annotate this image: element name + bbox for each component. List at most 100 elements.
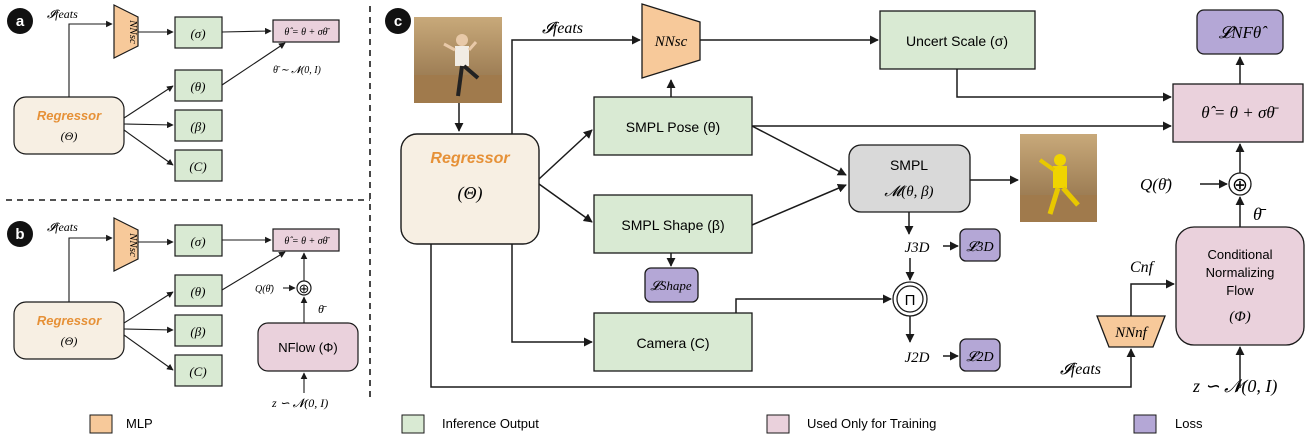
c-pose-box <box>593 96 753 156</box>
smpl-render-image <box>1020 134 1097 222</box>
a-camera-label: (C) <box>189 159 206 174</box>
b-plus-label: ⊕ <box>299 281 310 296</box>
b-q-label: Q(θ̄) <box>255 284 274 295</box>
c-feats-bottom-label: 𝓘feats <box>1060 361 1101 378</box>
badge-c <box>385 8 411 34</box>
a-feats-label: 𝓘feats <box>47 7 78 21</box>
legend-label-training: Used Only for Training <box>807 416 936 431</box>
legend-item-training: Used Only for Training <box>766 414 936 434</box>
c-projection-label: Π <box>905 292 916 309</box>
c-loss-shape-label: 𝓛Shape <box>650 278 691 293</box>
c-cnf-param: (Φ) <box>1229 309 1250 325</box>
b-z-label: z ∽ 𝓝(0, I) <box>271 396 328 410</box>
b-sigma-box <box>174 224 223 257</box>
c-j2d-label: J2D <box>905 350 930 366</box>
c-shape-box <box>593 194 753 254</box>
c-smpl-title: SMPL <box>890 157 928 173</box>
b-theta-bar: θ̄ <box>318 302 327 316</box>
a-nn-sc-label: NNsc <box>127 19 139 44</box>
c-output-box <box>1172 83 1304 143</box>
c-uncert-label: Uncert Scale (σ) <box>906 33 1008 49</box>
b-beta-label: (β) <box>190 324 205 339</box>
c-loss-2d-label: 𝓛2D <box>966 350 993 365</box>
legend-swatch-inference <box>401 414 425 434</box>
b-regressor-title: Regressor <box>37 313 102 328</box>
c-loss-3d-box <box>959 228 1001 262</box>
b-output-box <box>272 228 340 252</box>
c-nn-nf-label: NNnf <box>1114 325 1149 341</box>
c-feats-top-label: 𝓘feats <box>542 20 583 37</box>
c-nn-sc-label: NNsc <box>654 34 688 50</box>
c-loss-nf-box <box>1196 9 1284 55</box>
legend-swatch-loss <box>1133 414 1157 434</box>
c-theta-bar: θ̄ <box>1253 204 1267 224</box>
b-nn-sc-mlp <box>113 217 139 272</box>
b-connectors <box>68 234 308 393</box>
b-sigma-label: (σ) <box>190 234 205 249</box>
a-output-box <box>272 19 340 43</box>
c-projection-inner <box>896 285 924 313</box>
input-image <box>414 17 502 103</box>
legend-label-mlp: MLP <box>126 416 153 431</box>
c-uncert-box <box>879 10 1036 70</box>
b-nflow-label: NFlow (Φ) <box>278 340 337 355</box>
legend-item-inference: Inference Output <box>401 414 539 434</box>
legend-label-loss: Loss <box>1175 416 1203 431</box>
c-smpl-box <box>848 144 971 213</box>
b-theta-label: (θ) <box>190 284 205 299</box>
panel-c: c Regressor (Θ) 𝓘feats <box>385 3 1305 397</box>
b-nn-sc-label: NNsc <box>127 232 139 257</box>
a-beta-label: (β) <box>190 119 205 134</box>
a-theta-label: (θ) <box>190 79 205 94</box>
c-nn-nf-mlp <box>1096 315 1166 348</box>
panel-b: b 𝓘feats NNsc (σ) θ̂ = θ + σθ̄ Q(θ̄) ⊕ θ… <box>7 217 359 410</box>
c-loss-2d-box <box>959 338 1001 372</box>
a-camera-box <box>174 149 223 182</box>
c-loss-3d-label: 𝓛3D <box>966 240 993 255</box>
badge-b-label: b <box>15 226 24 243</box>
c-j3d-label: J3D <box>905 240 930 256</box>
c-smpl-func: 𝓜(θ, β) <box>884 184 933 200</box>
legend-item-loss: Loss <box>1133 414 1203 434</box>
panel-a: a 𝓘feats NNsc (σ) θ̂ = θ + σθ̄ θ̄ ∼ 𝓝(0,… <box>7 4 340 182</box>
legend: MLP Inference Output Used Only for Train… <box>89 414 1203 434</box>
b-theta-box <box>174 274 223 307</box>
a-regressor-box <box>13 96 125 155</box>
legend-label-inference: Inference Output <box>442 416 539 431</box>
c-cnf-line3: Flow <box>1226 283 1254 298</box>
a-output-label: θ̂ = θ + σθ̄ <box>284 27 330 38</box>
c-regressor-title: Regressor <box>430 150 510 167</box>
b-camera-box <box>174 354 223 387</box>
a-nn-sc-mlp <box>113 4 139 59</box>
badge-c-label: c <box>394 13 402 30</box>
a-regressor-param: (Θ) <box>61 129 78 143</box>
b-beta-box <box>174 314 223 347</box>
c-cnf-line2: Normalizing <box>1206 265 1275 280</box>
b-camera-label: (C) <box>189 364 206 379</box>
a-prior-label: θ̄ ∼ 𝓝(0, I) <box>273 65 322 76</box>
c-camera-label: Camera (C) <box>636 335 709 351</box>
c-connectors <box>430 35 1245 388</box>
b-output-label: θ̂ = θ + σθ̄ <box>284 236 330 247</box>
a-connectors <box>68 20 286 166</box>
c-loss-nf-label: 𝓛NFθ̂ <box>1219 23 1268 42</box>
a-regressor-title: Regressor <box>37 108 102 123</box>
badge-a <box>7 8 33 34</box>
legend-swatch-mlp <box>89 414 113 434</box>
b-nflow-box <box>257 322 359 372</box>
c-z-label: z ∽ 𝓝(0, I) <box>1192 376 1277 397</box>
legend-item-mlp: MLP <box>89 414 153 434</box>
c-plus-label: ⊕ <box>1232 175 1248 196</box>
a-theta-box <box>174 69 223 102</box>
c-loss-shape-box <box>644 267 699 303</box>
legend-swatch-training <box>766 414 790 434</box>
b-regressor-param: (Θ) <box>61 334 78 348</box>
c-cnf-label: Cnf <box>1130 259 1156 276</box>
badge-a-label: a <box>16 13 25 30</box>
c-nn-sc-mlp <box>641 3 701 79</box>
b-regressor-box <box>13 301 125 360</box>
a-sigma-box <box>174 16 223 49</box>
b-feats-label: 𝓘feats <box>47 220 78 234</box>
